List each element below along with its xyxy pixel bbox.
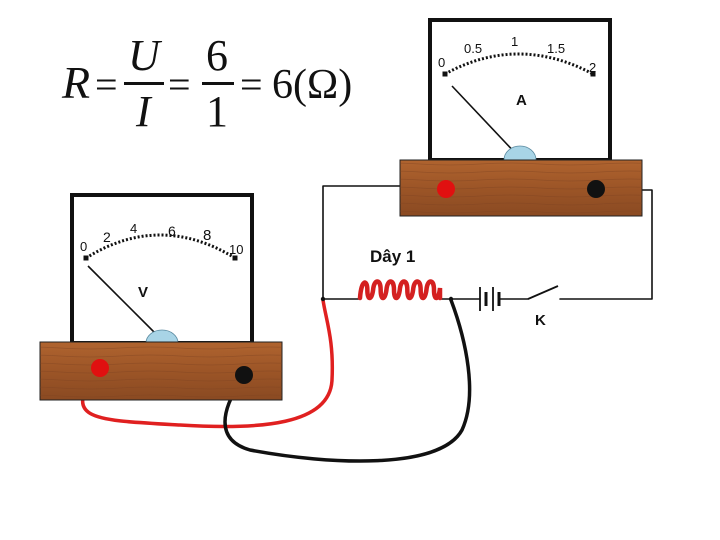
ohm-law-formula: R = U I = 6 1 = 6(Ω) xyxy=(61,31,352,136)
ammeter-pivot xyxy=(503,145,537,161)
voltmeter-scale-label: 8 xyxy=(203,227,211,244)
voltmeter-needle xyxy=(87,265,163,341)
ammeter-needle xyxy=(451,85,521,159)
formula-eq-1: = xyxy=(95,62,118,107)
voltmeter-positive-terminal[interactable] xyxy=(91,359,109,377)
ammeter-scale-label: 2 xyxy=(589,60,596,75)
node-left xyxy=(320,296,326,302)
voltmeter-scale-max-mark xyxy=(232,255,238,261)
ammeter-scale-max-mark xyxy=(590,71,596,77)
black-probe-wire xyxy=(223,298,472,463)
ammeter-symbol: A xyxy=(516,92,527,109)
ammeter-scale-label: 0.5 xyxy=(464,41,482,56)
formula-denominator-i: I xyxy=(135,87,153,136)
ammeter-negative-terminal[interactable] xyxy=(587,180,605,198)
fraction-bar-1 xyxy=(124,82,164,85)
voltmeter-negative-terminal[interactable] xyxy=(235,366,253,384)
resistance-coil xyxy=(357,279,443,301)
switch-k[interactable]: K xyxy=(527,285,559,329)
voltmeter-scale-label: 2 xyxy=(103,229,111,245)
formula-numerator-6: 6 xyxy=(206,31,228,80)
wire-ammeter-to-node xyxy=(322,185,401,300)
formula-eq-3: = xyxy=(240,62,263,107)
formula-result: 6(Ω) xyxy=(272,62,352,108)
ammeter: 0 0.5 1 1.5 2 A xyxy=(399,18,643,217)
voltmeter-scale-min-mark xyxy=(83,255,89,261)
wire-label: Dây 1 xyxy=(370,247,415,266)
ammeter-scale-min-mark xyxy=(442,71,448,77)
ammeter-base-grain xyxy=(400,160,642,216)
switch-lever[interactable] xyxy=(527,285,559,300)
ammeter-positive-terminal[interactable] xyxy=(437,180,455,198)
node-right xyxy=(448,296,454,302)
formula-numerator-u: U xyxy=(128,31,163,80)
voltmeter-pivot xyxy=(145,329,179,344)
ammeter-scale-arc xyxy=(444,52,594,76)
ammeter-scale: 0 0.5 1 1.5 2 xyxy=(438,34,596,77)
ammeter-scale-label: 1.5 xyxy=(547,41,565,56)
red-probe-wire xyxy=(80,298,335,429)
voltmeter-scale-label: 4 xyxy=(130,221,137,236)
ammeter-scale-label: 1 xyxy=(511,34,518,49)
voltmeter-symbol: V xyxy=(138,284,148,301)
switch-label: K xyxy=(535,312,546,329)
voltmeter-scale-label: 10 xyxy=(229,242,243,257)
voltmeter-face xyxy=(70,193,254,345)
formula-eq-2: = xyxy=(168,62,191,107)
voltmeter-scale: 0 2 4 6 8 10 xyxy=(80,221,243,261)
voltmeter-scale-label: 0 xyxy=(80,239,87,254)
formula-denominator-1: 1 xyxy=(206,87,228,136)
ammeter-scale-label: 0 xyxy=(438,55,445,70)
battery xyxy=(479,287,501,311)
formula-r: R xyxy=(61,57,90,108)
voltmeter: 0 2 4 6 8 10 V xyxy=(39,193,283,401)
voltmeter-scale-label: 6 xyxy=(168,223,176,239)
ammeter-face xyxy=(428,18,612,162)
fraction-bar-2 xyxy=(202,82,234,85)
